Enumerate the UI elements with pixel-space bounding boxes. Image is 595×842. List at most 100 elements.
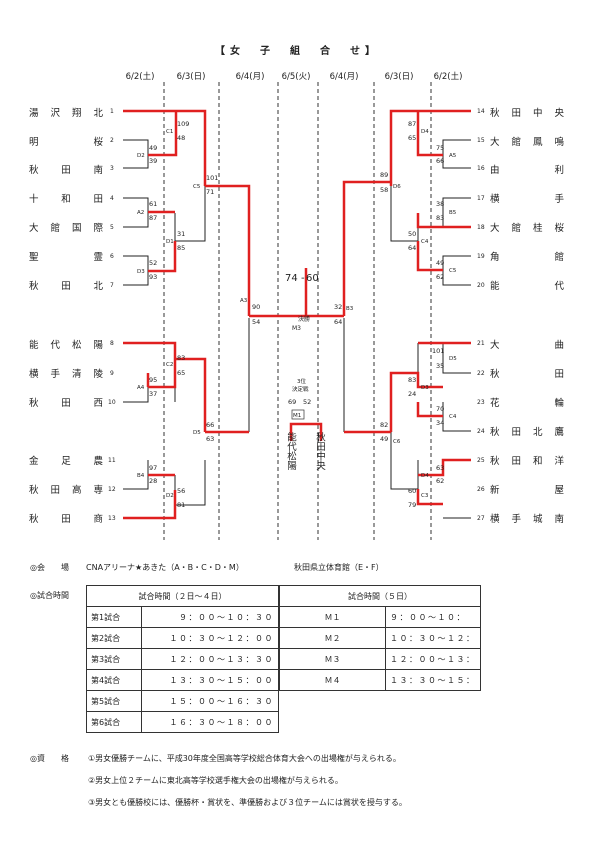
score: 37 <box>149 390 157 398</box>
team-name: 秋田中央 <box>490 108 564 119</box>
team-name: 秋田商 <box>29 514 103 525</box>
game-code: D2 <box>137 153 145 159</box>
team-number: 10 <box>108 399 116 406</box>
score: 65 <box>408 134 416 142</box>
game-code: D2 <box>166 493 174 499</box>
schedule-label: ◎試合時間 <box>30 591 69 600</box>
score: 39 <box>149 157 157 165</box>
final-match: 74 - 60 決勝 M3 <box>285 273 319 332</box>
game-code: C5 <box>449 268 457 274</box>
score: 65 <box>177 369 185 377</box>
score: 87 <box>149 214 157 222</box>
team-number-labels: 1 2 3 4 5 6 7 8 9 10 11 12 13 14 15 16 1… <box>108 108 485 522</box>
score: 61 <box>149 200 157 208</box>
table-row: 第4試合 １３：３０～１５：００ Ｍ４ １３：３０～１５： <box>86 669 481 691</box>
team-name: 能代松陽 <box>29 340 103 351</box>
score: 28 <box>149 477 157 485</box>
score: 58 <box>380 186 388 194</box>
date-header: 6/2(土) <box>433 72 463 82</box>
game-code: D1 <box>166 239 174 245</box>
score: 85 <box>177 244 185 252</box>
table-row: 第3試合 １２：００～１３：３０ Ｍ３ １２：００～１３： <box>86 648 481 670</box>
game-code: C2 <box>166 362 173 368</box>
score: 89 <box>380 171 388 179</box>
qualification-item: ②男女上位２チームに東北高等学校選手権大会の出場権が与えられる。 <box>88 776 343 785</box>
score: 38 <box>436 200 444 208</box>
team-name: 秋田北鷹 <box>490 427 564 438</box>
score: 49 <box>149 144 157 152</box>
team-number: 7 <box>110 282 114 289</box>
team-name: 能代 <box>490 281 564 292</box>
team-name: 大曲 <box>490 340 564 351</box>
schedule-head-1: 試合時間（２日～４日） <box>86 585 279 607</box>
score: 63 <box>206 435 214 443</box>
team-name: 明桜 <box>29 137 103 148</box>
score: 66 <box>436 157 444 165</box>
score: 62 <box>436 477 444 485</box>
team-number: 18 <box>477 224 485 231</box>
team-name: 秋田 <box>490 369 564 380</box>
score: 93 <box>149 273 157 281</box>
team-name: 横手 <box>490 194 564 205</box>
game-code: C1 <box>166 129 173 135</box>
game-code: C5 <box>193 184 201 190</box>
third-label: 決定戦 <box>292 385 309 393</box>
score: 49 <box>380 435 388 443</box>
score: 97 <box>149 464 157 472</box>
table-row: 第6試合 １６：３０～１８：００ <box>86 711 481 733</box>
schedule-head-2: 試合時間（５日） <box>279 585 481 607</box>
team-name: 新屋 <box>490 485 564 496</box>
team-name: 大館国際 <box>29 223 103 234</box>
team-number: 15 <box>477 137 485 144</box>
team-name: 由利 <box>490 165 564 176</box>
team-number: 5 <box>110 224 114 231</box>
team-number: 17 <box>477 195 485 202</box>
game-code: A3 <box>240 298 248 304</box>
team-number: 20 <box>477 282 485 289</box>
third-score-b: 52 <box>303 398 311 406</box>
final-code: M3 <box>292 325 301 332</box>
tournament-bracket: 1 2 3 4 5 6 7 8 9 10 11 12 13 14 15 16 1… <box>108 82 485 540</box>
score: 71 <box>206 188 214 196</box>
team-name: 大館桂桜 <box>490 223 564 234</box>
team-number: 26 <box>477 486 485 493</box>
score: 60 <box>408 487 416 495</box>
score: 32 <box>334 303 342 311</box>
svg-text:-: - <box>301 273 305 284</box>
score: 50 <box>408 230 416 238</box>
qualification-item: ③男女とも優勝校には、優勝杯・賞状を、準優勝および３位チームには賞状を授与する。 <box>88 798 407 807</box>
team-name: 横手清陵 <box>29 369 103 380</box>
game-code: C4 <box>449 414 457 420</box>
score: 64 <box>408 244 416 252</box>
team-number: 4 <box>110 195 114 202</box>
game-code: B4 <box>137 473 145 479</box>
day-separators <box>163 82 432 540</box>
score: 83 <box>408 376 416 384</box>
game-code: D5 <box>449 356 457 362</box>
score: 83 <box>177 354 185 362</box>
third-label: 3位 <box>297 377 306 385</box>
score: 49 <box>436 259 444 267</box>
team-name: 秋田西 <box>29 398 103 409</box>
score: 31 <box>177 230 185 238</box>
game-code: B3 <box>346 306 354 312</box>
third-right-name: 秋田中央 <box>314 432 325 470</box>
team-number: 14 <box>477 108 485 115</box>
score: 95 <box>149 376 157 384</box>
team-name: 角館 <box>490 252 564 263</box>
qualification-item: ①男女優勝チームに、平成30年度全国高等学校総合体育大会への出場権が与えられる。 <box>88 754 401 763</box>
venue-sub: 秋田県立体育館（E・F） <box>294 563 384 572</box>
game-code: C4 <box>421 239 429 245</box>
score: 62 <box>436 273 444 281</box>
team-number: 21 <box>477 340 485 347</box>
game-code: A4 <box>137 385 145 391</box>
third-code: M1 <box>293 413 301 419</box>
team-number: 25 <box>477 457 485 464</box>
schedule-table: 試合時間（２日～４日） 試合時間（５日） 第1試合 ９：００～１０：３０ Ｍ１ … <box>86 585 481 733</box>
score: 90 <box>252 303 260 311</box>
team-name: 聖霊 <box>29 252 103 263</box>
team-number: 16 <box>477 165 485 172</box>
score: 83 <box>436 214 444 222</box>
score: 54 <box>252 318 260 326</box>
team-number: 23 <box>477 399 485 406</box>
